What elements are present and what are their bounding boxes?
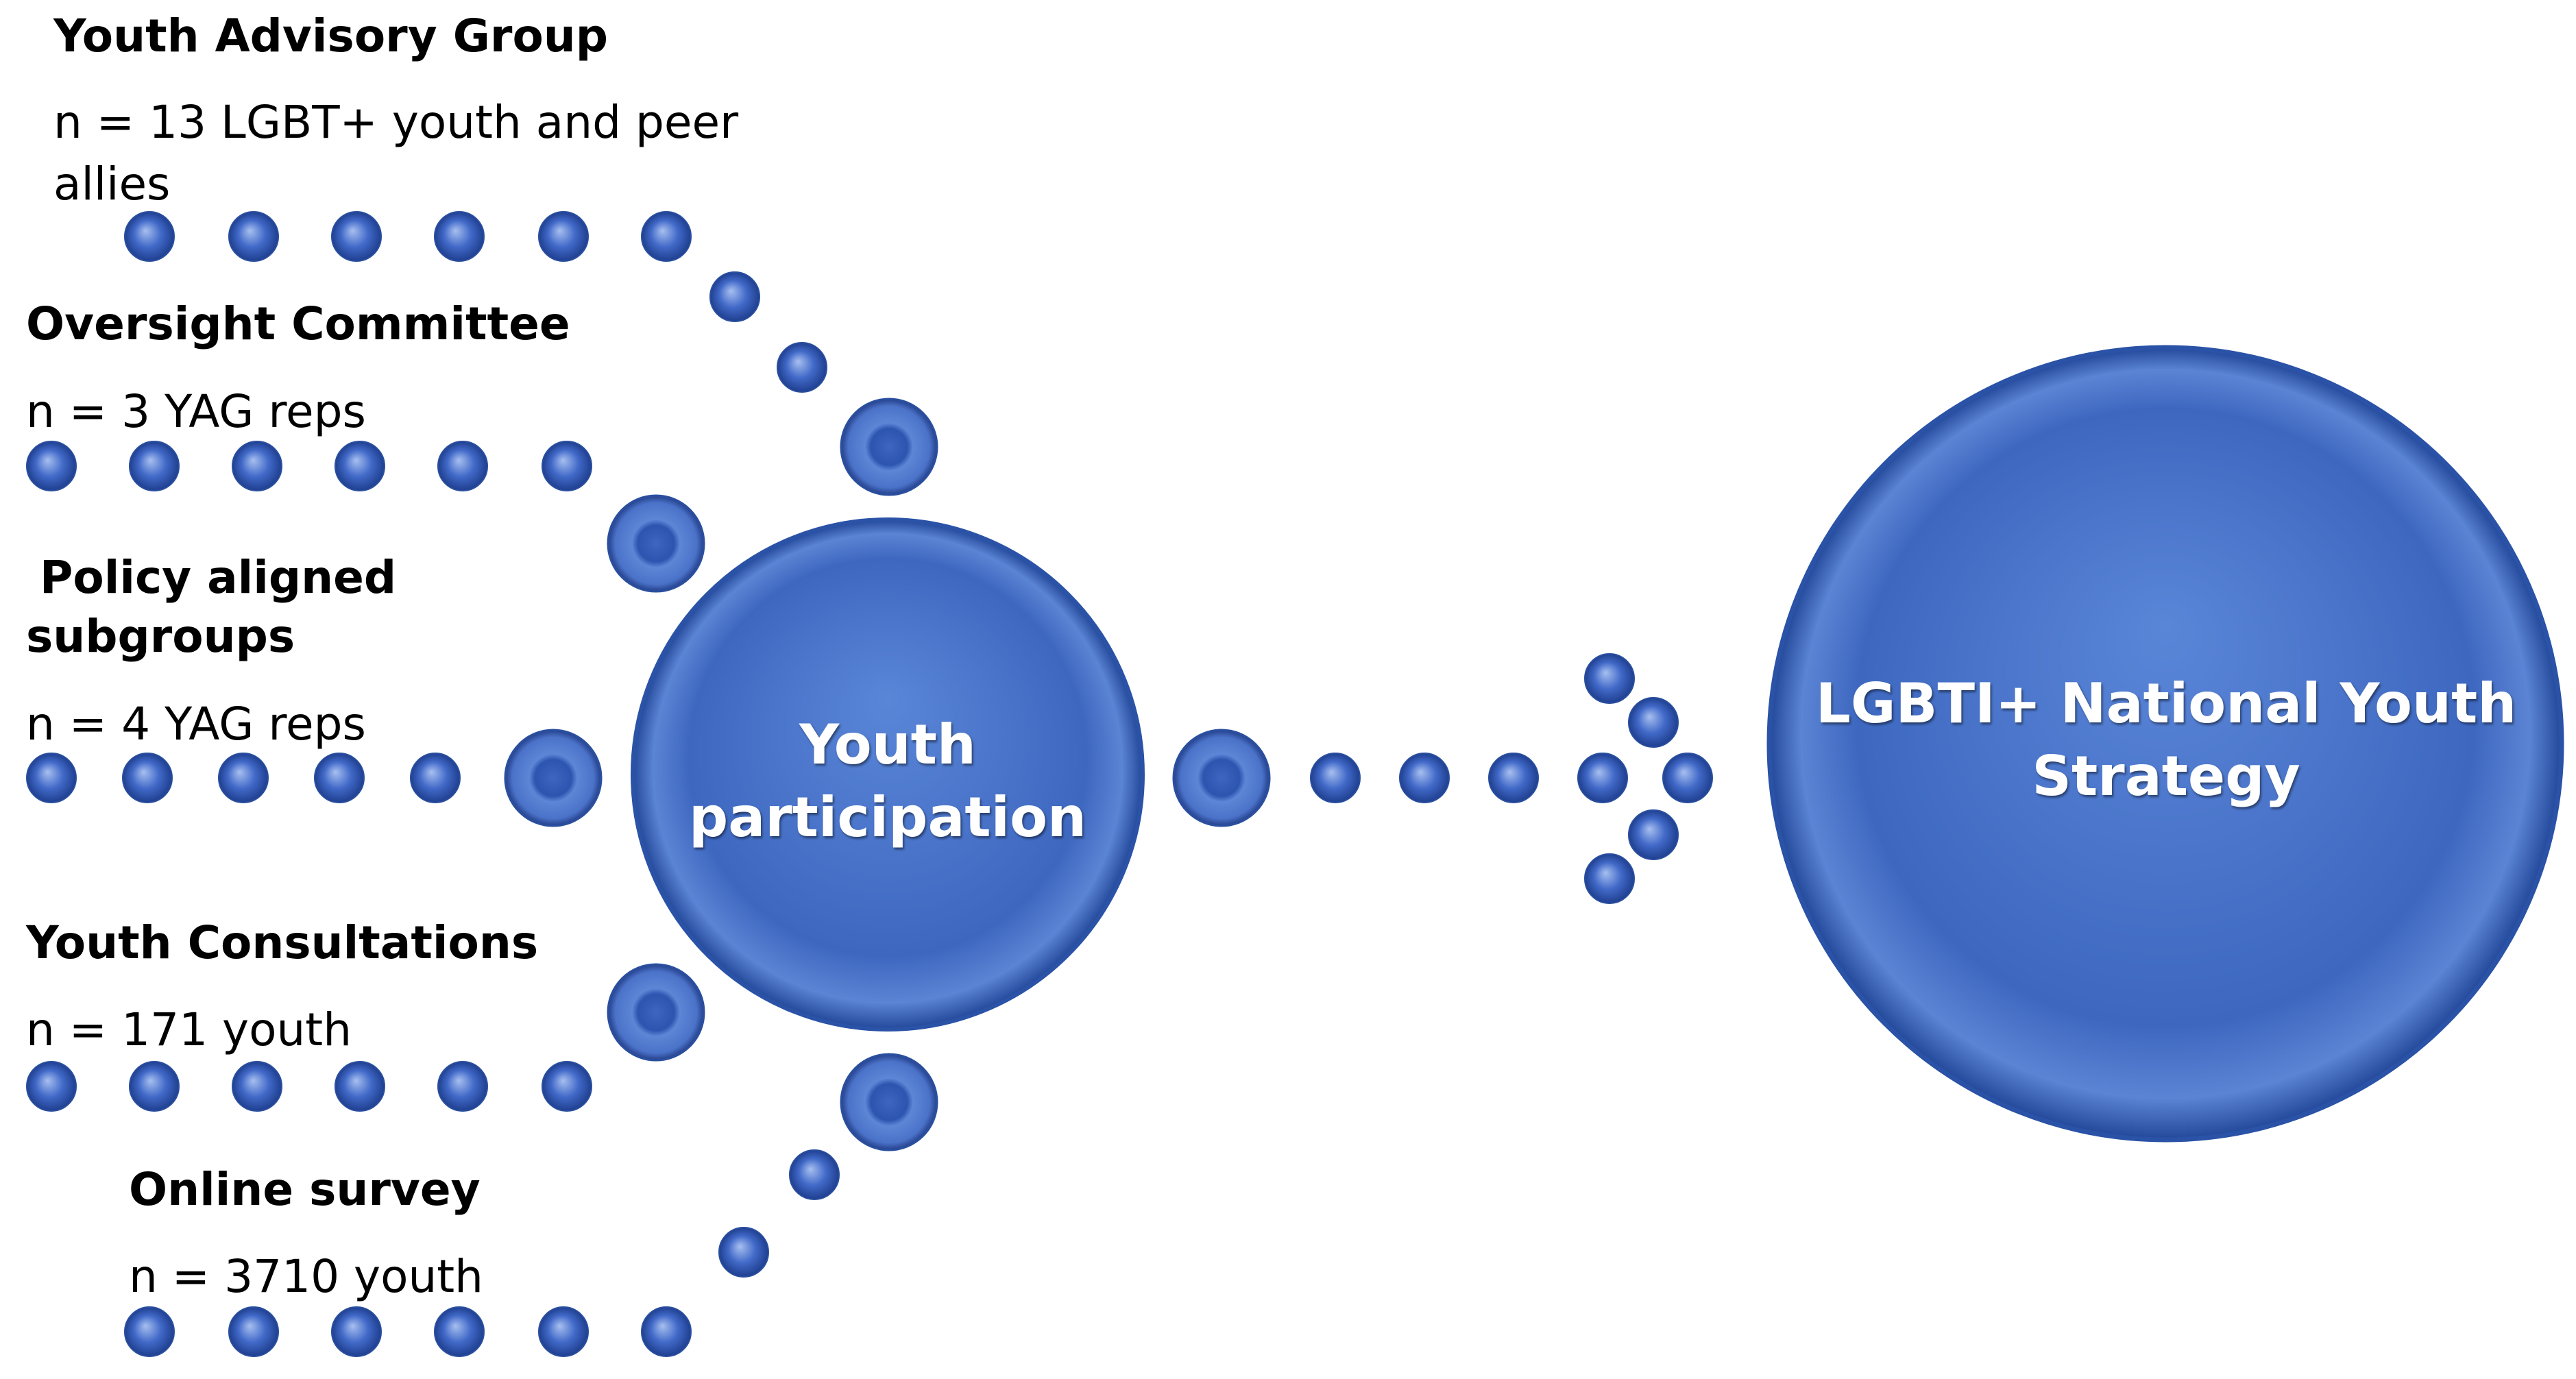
goal-label: LGBTI+ National Youth Strategy	[1815, 672, 2517, 808]
group-count-consultations: n = 171 youth	[26, 1003, 352, 1056]
connector-dot	[26, 1061, 77, 1112]
connector-dot	[129, 1061, 180, 1112]
connector-dot	[335, 441, 385, 491]
hub-label: Youth participation	[688, 713, 1087, 849]
connector-large-dot	[840, 398, 938, 496]
connector-dot	[538, 1306, 589, 1357]
connector-dot	[1662, 753, 1713, 803]
connector-dot	[641, 211, 692, 262]
connector-dot	[331, 1306, 382, 1357]
connector-dot	[542, 441, 592, 491]
group-title-consultations: Youth Consultations	[26, 916, 539, 969]
connector-dot	[410, 753, 461, 803]
connector-dot	[228, 1306, 279, 1357]
connector-dot	[434, 1306, 485, 1357]
connector-dot	[124, 211, 175, 262]
group-count-oversight: n = 3 YAG reps	[26, 385, 366, 438]
connector-dot	[789, 1149, 840, 1200]
connector-dot	[331, 211, 382, 262]
connector-large-dot	[840, 1053, 938, 1151]
connector-dot	[1628, 697, 1679, 748]
connector-dot	[1488, 753, 1539, 803]
group-title-policy-subgroups: Policy aligned subgroups	[26, 551, 397, 663]
connector-dot	[542, 1061, 592, 1112]
connector-dot	[232, 441, 282, 491]
connector-large-dot	[1172, 729, 1271, 827]
national-strategy-circle	[1766, 345, 2564, 1143]
group-count-online-survey: n = 3710 youth	[129, 1250, 484, 1303]
connector-dot	[129, 441, 180, 491]
connector-dot	[718, 1227, 769, 1278]
connector-dot	[314, 753, 365, 803]
group-title-oversight: Oversight Committee	[26, 297, 570, 350]
connector-dot	[26, 753, 77, 803]
group-count-policy-subgroups: n = 4 YAG reps	[26, 698, 366, 750]
group-title-online-survey: Online survey	[129, 1163, 481, 1216]
connector-dot	[538, 211, 589, 262]
connector-large-dot	[504, 729, 603, 827]
connector-dot	[1310, 753, 1361, 803]
connector-dot	[1577, 753, 1628, 803]
connector-dot	[26, 441, 77, 491]
connector-dot	[232, 1061, 282, 1112]
connector-large-dot	[607, 963, 705, 1062]
connector-dot	[1584, 853, 1635, 904]
connector-dot	[1399, 753, 1450, 803]
connector-dot	[437, 1061, 488, 1112]
connector-dot	[122, 753, 173, 803]
connector-dot	[437, 441, 488, 491]
connector-dot	[1628, 809, 1679, 860]
connector-large-dot	[607, 494, 705, 593]
youth-participation-circle	[631, 517, 1145, 1032]
connector-dot	[124, 1306, 175, 1357]
connector-dot	[434, 211, 485, 262]
connector-dot	[335, 1061, 385, 1112]
connector-dot	[228, 211, 279, 262]
group-title-youth-advisory: Youth Advisory Group	[53, 10, 609, 62]
connector-dot	[777, 342, 827, 393]
connector-dot	[1584, 653, 1635, 704]
connector-dot	[709, 271, 760, 322]
group-count-youth-advisory: n = 13 LGBT+ youth and peer allies	[53, 96, 739, 210]
connector-dot	[218, 753, 269, 803]
connector-dot	[641, 1306, 692, 1357]
